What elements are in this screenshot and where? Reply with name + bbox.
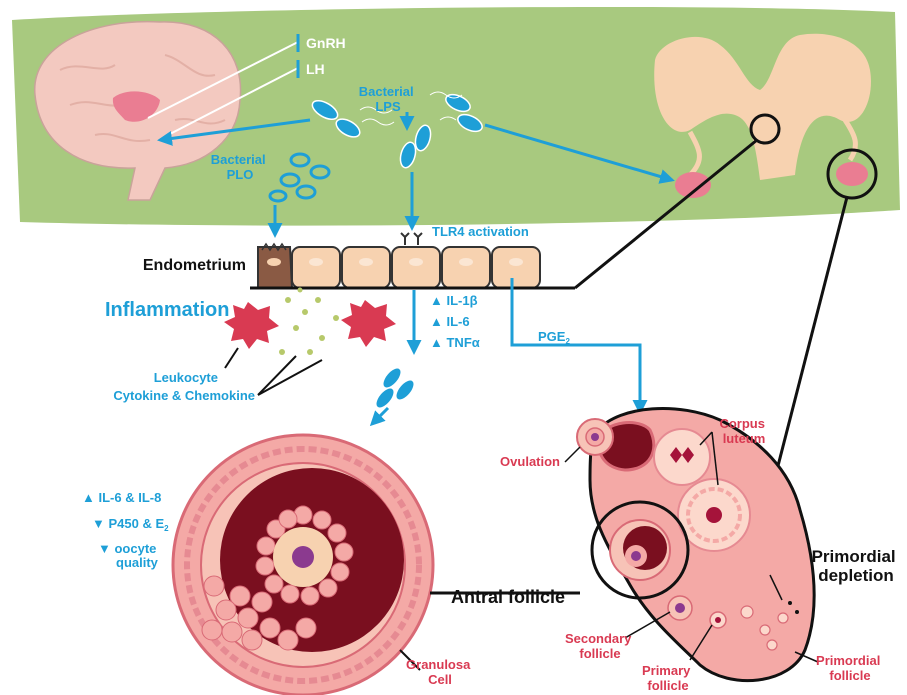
il6-il8-label: ▲ IL-6 & IL-8	[82, 490, 161, 505]
il1b-label: ▲ IL-1β	[430, 293, 478, 308]
pge2-label: PGE2	[538, 329, 570, 346]
oocyte-quality-label: ▼ oocyte quality	[98, 541, 160, 570]
secondary-follicle-label: Secondary follicle	[565, 631, 635, 661]
pge2-path: PGE2	[512, 278, 640, 412]
leukocyte-label: Leukocyte	[154, 370, 218, 385]
leukocyte-left	[224, 302, 279, 349]
inflammation-label: Inflammation	[105, 299, 229, 321]
primordial-follicle-label: Primordial follicle	[816, 653, 884, 683]
primordial-depletion-label: Primordial depletion	[812, 547, 901, 585]
tlr4-label: TLR4 activation	[432, 224, 529, 239]
leukocyte-right	[341, 300, 396, 347]
granulosa-label: Granulosa Cell	[406, 657, 474, 687]
follicle-effects-list: ▲ IL-6 & IL-8 ▼ P450 & E2 ▼ oocyte quali…	[82, 490, 169, 570]
endometrium-tissue: Endometrium TLR4 activation	[143, 224, 575, 288]
corpus-luteum-label: Corpus luteum	[719, 416, 768, 446]
endometrium-label: Endometrium	[143, 257, 246, 274]
lh-label: LH	[306, 61, 325, 77]
cytokine-list: ▲ IL-1β ▲ IL-6 ▲ TNFα	[372, 290, 480, 424]
antral-follicle-callout: Antral follicle	[430, 587, 580, 607]
cytokine-label: Cytokine & Chemokine	[113, 388, 255, 403]
antral-follicle-large: Granulosa Cell	[173, 435, 474, 695]
antral-follicle-label: Antral follicle	[451, 587, 565, 607]
ovary-left	[675, 172, 711, 198]
gnrh-label: GnRH	[306, 35, 346, 51]
ovary-connector	[770, 197, 847, 497]
il6-label: ▲ IL-6	[430, 314, 470, 329]
p450-label: ▼ P450 & E2	[92, 516, 169, 533]
inflammation-group: Inflammation Leukocyte Cytokine & Chemok…	[105, 288, 396, 404]
tnfa-label: ▲ TNFα	[430, 335, 480, 350]
ovary-right	[836, 162, 868, 186]
ovulation-label: Ovulation	[500, 454, 560, 469]
primary-follicle-label: Primary follicle	[642, 663, 694, 693]
